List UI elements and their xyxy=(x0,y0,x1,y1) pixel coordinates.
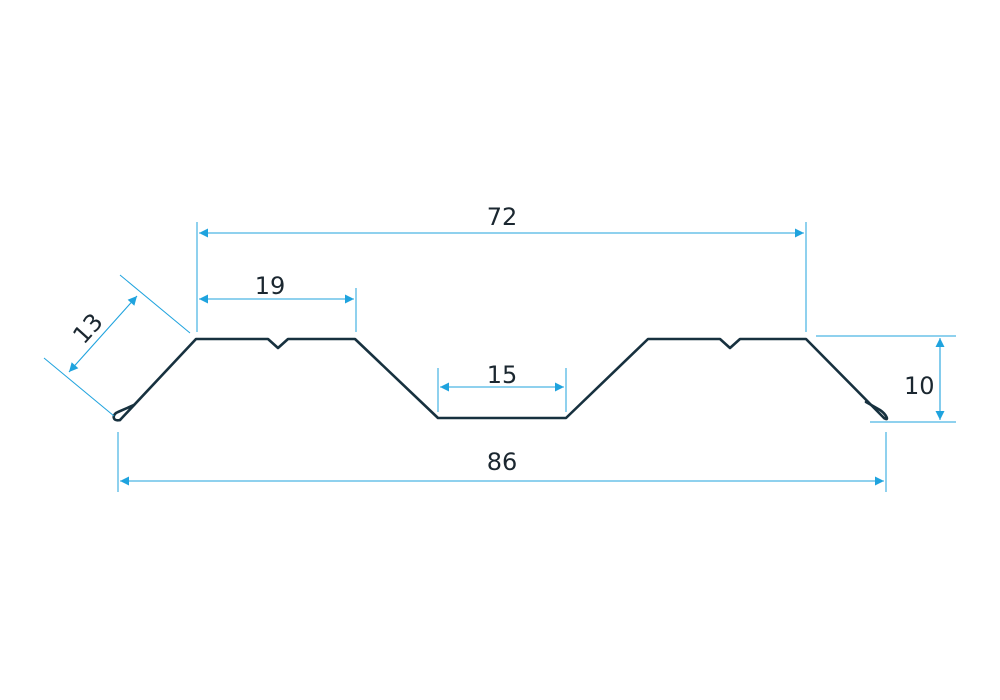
left-hem xyxy=(112,403,136,422)
dim-slant: 13 xyxy=(67,308,108,349)
ext-slant-bottom xyxy=(43,357,115,417)
ext-slant-top xyxy=(119,274,191,334)
dim-line-13 xyxy=(68,295,138,373)
dim-bottom-flange: 15 xyxy=(487,361,518,389)
right-hem xyxy=(864,400,889,421)
dim-pitch: 72 xyxy=(487,203,518,231)
sheet-profile xyxy=(118,337,886,422)
dim-total-width: 86 xyxy=(487,448,518,476)
dim-height: 10 xyxy=(904,372,935,400)
dim-top-flange: 19 xyxy=(255,272,286,300)
